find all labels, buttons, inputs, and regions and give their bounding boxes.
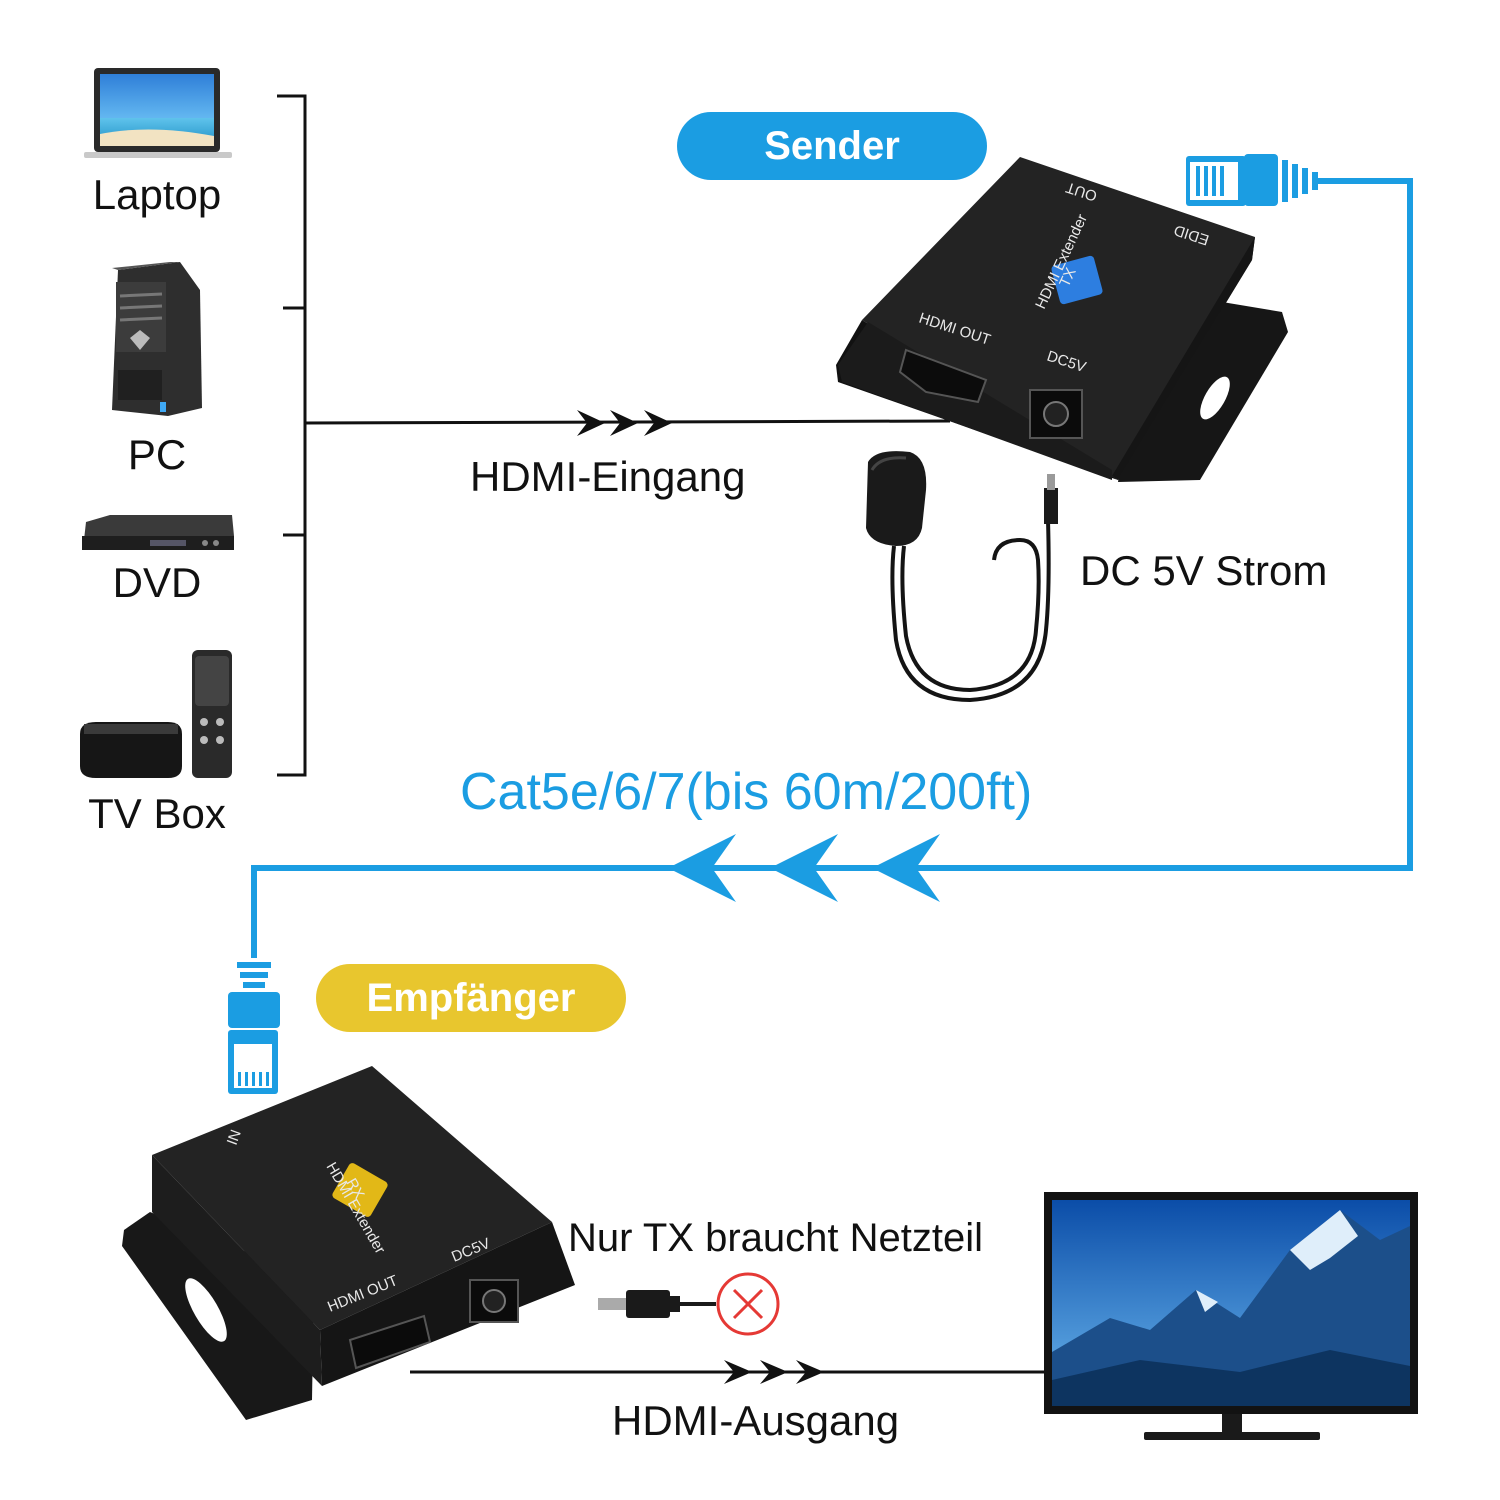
source-label-pc: PC bbox=[127, 431, 187, 478]
source-bracket bbox=[277, 94, 307, 777]
rj45-connector-receiver-icon bbox=[228, 962, 280, 1094]
hdmi-input-line bbox=[304, 410, 951, 436]
rx-device bbox=[122, 1066, 575, 1420]
source-label-dvd: DVD bbox=[112, 559, 202, 606]
hdmi-output-label: HDMI-Ausgang bbox=[612, 1397, 900, 1444]
rx-power-note: Nur TX braucht Netzteil bbox=[568, 1216, 983, 1260]
hdmi-output-line bbox=[410, 1360, 1048, 1384]
power-label: DC 5V Strom bbox=[1080, 547, 1328, 594]
receiver-badge: Empfänger bbox=[316, 964, 626, 1032]
tv-monitor-icon bbox=[1044, 1192, 1418, 1440]
tx-device bbox=[836, 157, 1288, 482]
sender-badge: Sender bbox=[677, 112, 987, 180]
dc-plug-icon bbox=[598, 1290, 716, 1318]
pc-tower-icon bbox=[112, 262, 202, 416]
cat-cable bbox=[251, 178, 1413, 958]
cable-direction-arrows bbox=[668, 834, 940, 902]
rx-port-in: IN bbox=[224, 1127, 245, 1147]
no-power-needed-icon bbox=[716, 1272, 780, 1336]
tx-device-tag: TX bbox=[1056, 265, 1080, 290]
rj45-connector-sender-icon bbox=[1186, 154, 1318, 206]
source-label-laptop: Laptop bbox=[92, 171, 222, 218]
cable-label: Cat5e/6/7(bis 60m/200ft) bbox=[460, 763, 1033, 821]
tv-box-icon bbox=[80, 650, 232, 778]
source-label-tv-box: TV Box bbox=[88, 790, 226, 837]
hdmi-input-label: HDMI-Eingang bbox=[470, 453, 746, 500]
power-adapter-icon bbox=[866, 451, 1058, 703]
dvd-player-icon bbox=[82, 515, 234, 550]
laptop-icon bbox=[84, 68, 232, 158]
